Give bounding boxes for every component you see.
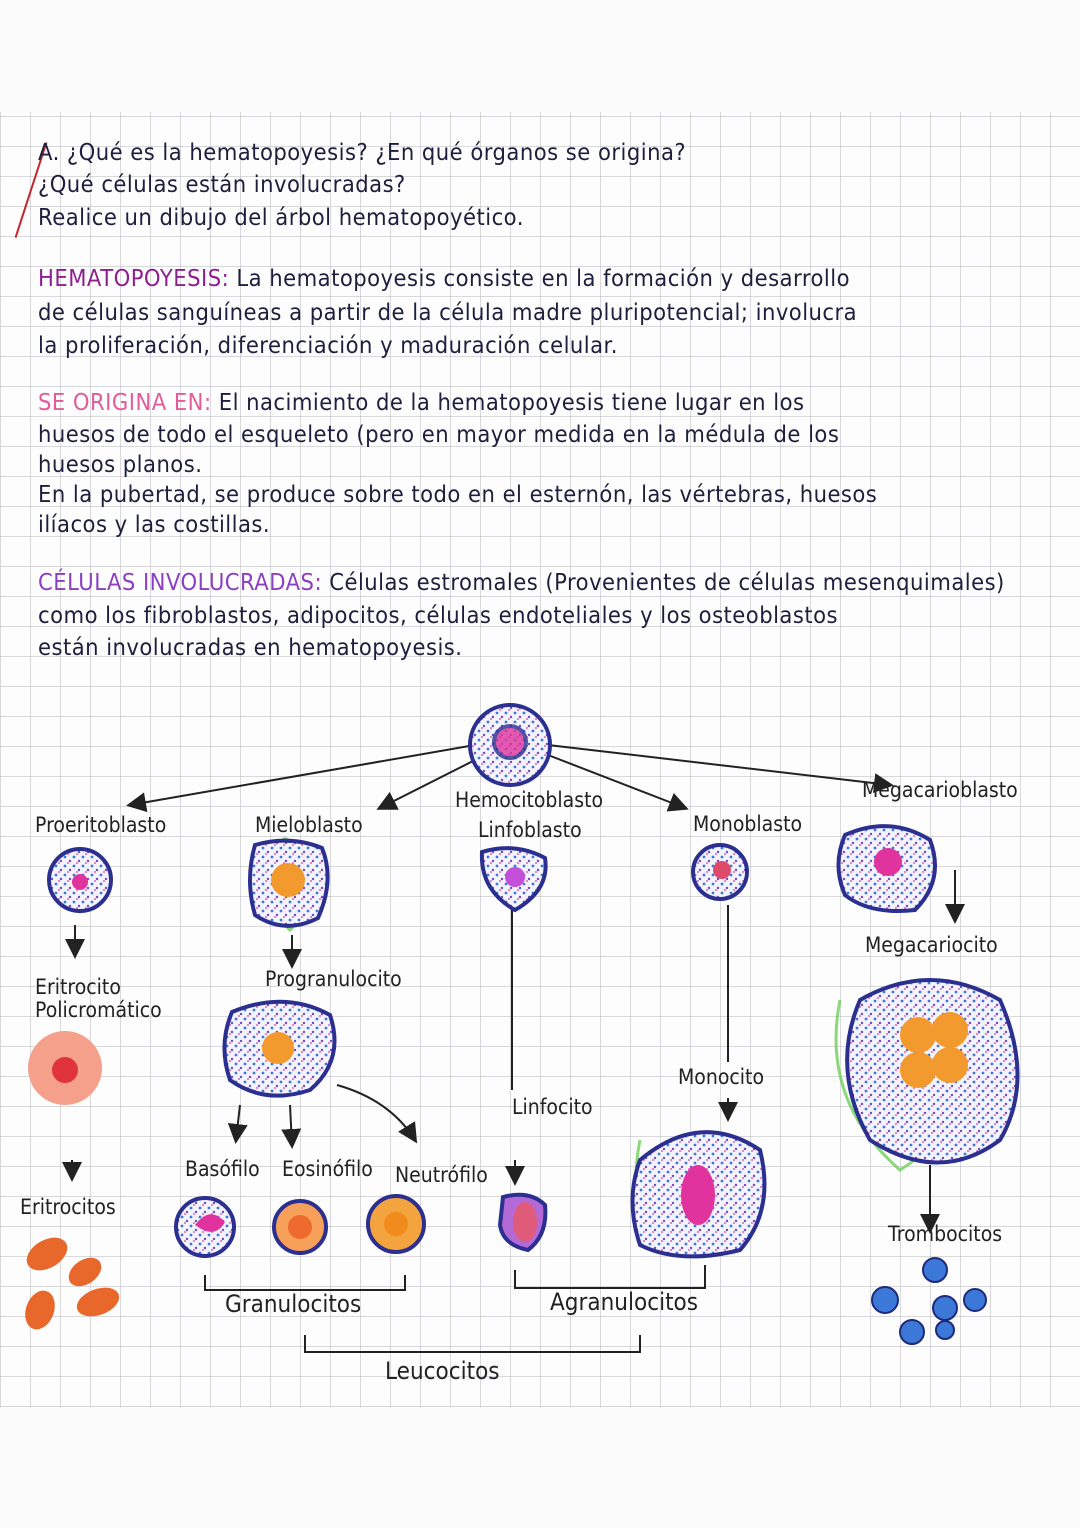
label-leucocitos: Leucocitos [385, 1357, 500, 1385]
label-eritrocitos: Eritrocitos [20, 1195, 116, 1219]
label-trombocitos: Trombocitos [888, 1222, 1003, 1246]
arrow-eosinofilo [281, 1104, 302, 1149]
nuclei [25, 848, 987, 1345]
agranulocitos-bracket [514, 1265, 706, 1289]
origen-heading: SE ORIGINA EN: [38, 390, 212, 416]
origen-line: ilíacos y las costillas. [38, 512, 271, 538]
label-eosinofilo: Eosinófilo [282, 1157, 373, 1181]
arrow-basofilo [227, 1104, 248, 1144]
label-monocito: Monocito [678, 1065, 765, 1089]
hematopoyesis-heading: HEMATOPOYESIS: [38, 266, 230, 292]
hematopoyesis-line-1: HEMATOPOYESIS: La hematopoyesis consiste… [38, 266, 850, 292]
celulas-line-1: CÉLULAS INVOLUCRADAS: Células estromales… [38, 570, 1005, 596]
origen-line: huesos planos. [38, 452, 203, 478]
label-proeritroblasto: Proeritoblasto [35, 813, 167, 837]
celulas-line: como los fibroblastos, adipocitos, célul… [38, 603, 838, 629]
label-megacariocito: Megacariocito [865, 933, 998, 957]
arrow-neutrofilo [336, 1084, 418, 1144]
celulas-line: están involucradas en hematopoyesis. [38, 635, 463, 661]
text: La hematopoyesis consiste en la formació… [236, 266, 851, 292]
question-line: ¿Qué células están involucradas? [38, 172, 406, 198]
label-eritrocito: Eritrocito [35, 975, 121, 999]
arrow-proeritroblasto [126, 744, 476, 813]
label-mieloblasto: Mieloblasto [255, 813, 363, 837]
label-megacarioblasto: Megacarioblasto [862, 778, 1018, 802]
origen-line: huesos de todo el esqueleto (pero en may… [38, 422, 840, 448]
arrow-mieloblasto [376, 759, 476, 810]
celulas-heading: CÉLULAS INVOLUCRADAS: [38, 570, 323, 596]
label-linfoblasto: Linfoblasto [478, 818, 582, 842]
leucocitos-bracket [304, 1335, 641, 1353]
label-monoblasto: Monoblasto [693, 812, 803, 836]
origen-line: En la pubertad, se produce sobre todo en… [38, 482, 878, 508]
trombocitos-cells [871, 1257, 987, 1345]
label-policromatico: Policromático [35, 998, 162, 1022]
label-neutrofilo: Neutrófilo [395, 1163, 488, 1187]
label-hemocitoblasto: Hemocitoblasto [455, 788, 604, 812]
label-progranulocito: Progranulocito [265, 967, 402, 991]
question-line: Realice un dibujo del árbol hematopoyéti… [38, 205, 524, 231]
hematopoyesis-line: de células sanguíneas a partir de la cél… [38, 300, 858, 326]
hematopoyesis-line: la proliferación, diferenciación y madur… [38, 333, 618, 359]
text: El nacimiento de la hematopoyesis tiene … [218, 390, 805, 416]
question-line: A. ¿Qué es la hematopoyesis? ¿En qué órg… [38, 140, 687, 166]
text: Células estromales (Provenientes de célu… [329, 570, 1005, 596]
label-granulocitos: Granulocitos [225, 1290, 362, 1318]
label-linfocito: Linfocito [512, 1095, 593, 1119]
tree-arrows [62, 744, 965, 1353]
label-basofilo: Basófilo [185, 1157, 260, 1181]
granulocitos-bracket [204, 1275, 406, 1291]
eritrocitos-cells [25, 1237, 120, 1330]
origen-line-1: SE ORIGINA EN: El nacimiento de la hemat… [38, 390, 804, 416]
arrow-monoblasto [547, 754, 689, 812]
label-agranulocitos: Agranulocitos [550, 1288, 699, 1316]
arrow-megacarioblasto [547, 744, 894, 794]
